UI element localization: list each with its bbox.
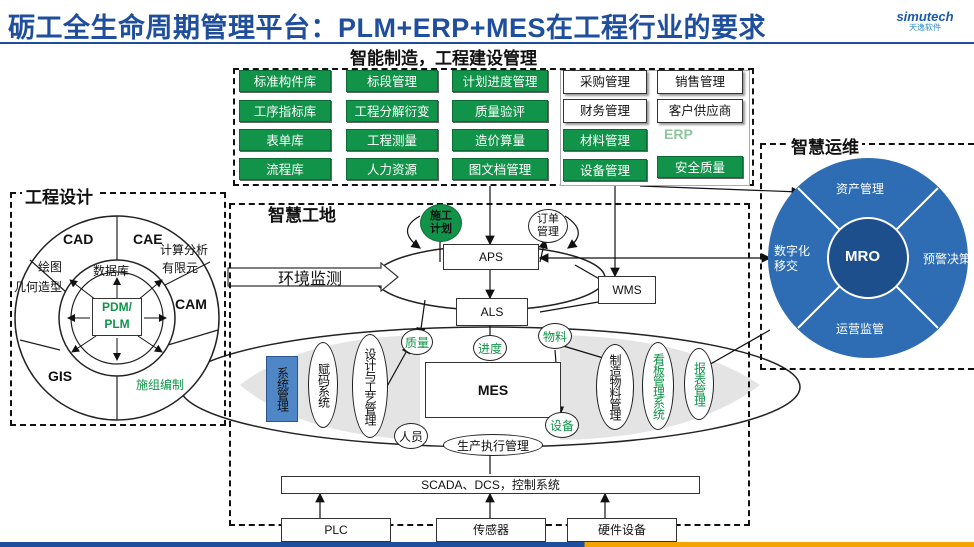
mfg-col1-item: 标准构件库: [239, 70, 331, 92]
company-logo: simutech 天逸软件: [886, 9, 964, 33]
progress-label: 进度: [477, 341, 502, 356]
coding-label: 赋码系统: [316, 363, 331, 407]
pdm-label: PDM/: [102, 300, 132, 314]
mfg-material-node: 制造物料管理: [596, 344, 634, 430]
page-title: 砺工全生命周期管理平台：PLM+ERP+MES在工程行业的要求: [8, 13, 767, 43]
erp-item: 材料管理: [563, 129, 647, 151]
cad-label: CAD: [63, 231, 94, 247]
mro-label: MRO: [845, 248, 880, 265]
aps-box: APS: [443, 244, 539, 270]
material-node: 物料: [538, 323, 572, 349]
cae-label: CAE: [133, 231, 163, 247]
kanban-label: 看板管理系统: [651, 353, 666, 419]
fem-label: 有限元: [162, 261, 199, 275]
report-node: 报表管理: [684, 348, 714, 420]
ops-title: 智慧运维: [788, 133, 862, 158]
wms-box: WMS: [598, 276, 656, 304]
mfg-col2-item: 工程分解衍变: [346, 100, 438, 122]
mfg-col1-item: 流程库: [239, 158, 331, 180]
erp-item: 销售管理: [657, 70, 743, 94]
geometry-label: 几何造型: [14, 280, 63, 294]
mes-box: MES: [425, 362, 561, 418]
mfg-col3-item: 质量验评: [452, 100, 548, 122]
report-label: 报表管理: [692, 362, 707, 406]
erp-item: 客户供应商: [657, 99, 743, 123]
design-process-node: 设计与工艺管理: [352, 334, 388, 438]
drawing-label: 绘图: [38, 260, 63, 274]
sys-mgmt-label: 系统管理: [275, 367, 290, 411]
quality-node: 质量: [401, 329, 433, 355]
quality-label: 质量: [404, 335, 429, 350]
material-label: 物料: [542, 329, 567, 344]
digital-label: 数字化移交: [774, 244, 811, 273]
design-title: 工程设计: [22, 183, 96, 208]
logo-sub: 天逸软件: [909, 23, 941, 32]
db-label: 数据库: [93, 264, 130, 278]
manufacturing-title: 智能制造，工程建设管理: [350, 49, 537, 68]
env-arrow: [227, 262, 399, 292]
hardware-box: 硬件设备: [567, 518, 677, 542]
scada-bar: SCADA、DCS，控制系统: [281, 476, 700, 494]
footer-bar: [0, 542, 974, 547]
mfg-col2-item: 标段管理: [346, 70, 438, 92]
order-node: 订单管理: [528, 209, 568, 243]
mfg-col3-item: 计划进度管理: [452, 70, 548, 92]
mfg-col3-item: 图文档管理: [452, 158, 548, 180]
monitor-label: 运营监管: [836, 322, 885, 336]
equipment-label: 设备: [549, 418, 574, 433]
coding-node: 赋码系统: [308, 342, 338, 428]
warning-label: 预警决策: [923, 252, 972, 266]
people-node: 人员: [394, 423, 428, 449]
design-process-label: 设计与工艺管理: [363, 347, 377, 425]
site-title: 智慧工地: [268, 206, 336, 225]
people-label: 人员: [398, 429, 423, 444]
sys-mgmt-box: 系统管理: [266, 356, 298, 422]
plan-label: 施工计划: [430, 210, 452, 235]
env-monitor-label: 环境监测: [278, 271, 343, 288]
cam-label: CAM: [175, 296, 207, 312]
erp-item: 安全质量: [657, 156, 743, 178]
mfg-material-label: 制造物料管理: [608, 354, 622, 420]
erp-item: 设备管理: [563, 159, 647, 181]
ops-panel: [760, 143, 974, 370]
pdm-box: PDM/ PLM: [92, 298, 142, 336]
calc-label: 计算分析: [160, 243, 209, 257]
design-panel: [10, 192, 226, 426]
logo-name: simutech: [896, 9, 954, 24]
equipment-node: 设备: [545, 412, 579, 438]
plc-box: PLC: [281, 518, 391, 542]
mfg-col3-item: 造价算量: [452, 129, 548, 151]
erp-item: 财务管理: [563, 99, 647, 123]
mfg-col1-item: 工序指标库: [239, 100, 331, 122]
title-rule: [0, 42, 974, 44]
construction-label: 施组编制: [136, 378, 185, 392]
order-label: 订单管理: [537, 213, 559, 238]
kanban-node: 看板管理系统: [642, 342, 674, 430]
mfg-col1-item: 表单库: [239, 129, 331, 151]
exec-label: 生产执行管理: [456, 438, 529, 453]
manufacturing-panel: [233, 68, 754, 186]
progress-node: 进度: [473, 335, 507, 361]
asset-label: 资产管理: [836, 182, 885, 196]
sensor-box: 传感器: [436, 518, 546, 542]
mfg-col2-item: 工程测量: [346, 129, 438, 151]
plm-label: PLM: [104, 317, 130, 331]
exec-node: 生产执行管理: [443, 434, 543, 456]
erp-item: 采购管理: [563, 70, 647, 94]
als-box: ALS: [456, 298, 528, 326]
plan-node: 施工计划: [420, 204, 462, 242]
erp-label: ERP: [664, 126, 693, 142]
gis-label: GIS: [48, 368, 73, 384]
mfg-col2-item: 人力资源: [346, 158, 438, 180]
